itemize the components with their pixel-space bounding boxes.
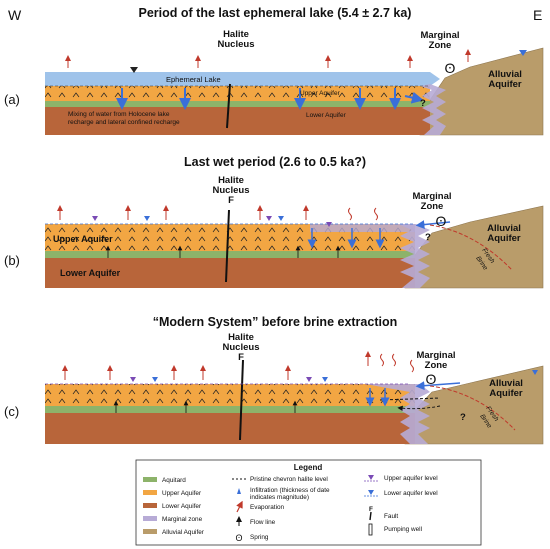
legend-fault: Fault: [384, 513, 398, 520]
fault-line-c: [239, 359, 244, 441]
question-c: ?: [460, 412, 466, 423]
lower-aquifer-label-a: Lower Aquifer: [306, 112, 347, 119]
evaporation-arrows-a: [65, 49, 471, 68]
legend-col3: F Upper aquifer level Lower aquifer leve…: [364, 475, 438, 536]
legend: Legend Aquitard Upper Aquifer Lower Aqui…: [135, 459, 482, 546]
legend-lower-level: Lower aquifer level: [384, 490, 438, 497]
level-markers-b: [92, 216, 332, 227]
evaporation-icon: [236, 500, 243, 513]
alluvial-aquifer-b: [404, 205, 544, 289]
legend-col1: Aquitard Upper Aquifer Lower Aquifer Mar…: [143, 477, 205, 536]
upper-aquifer-label-a: Upper Aquifer: [300, 90, 341, 97]
infiltration-arrows-a: [116, 88, 424, 110]
lower-aquifer-a: [45, 107, 430, 135]
west-label: W: [8, 7, 22, 23]
marginal-zone-b: [398, 224, 430, 288]
spring-icon-c: ʘ: [426, 371, 437, 387]
marginal-zone-c: [365, 384, 430, 444]
infiltration-arrows-c: [365, 381, 461, 407]
pumping-well-icon: [368, 523, 373, 536]
panel-a-letter: (a): [4, 92, 20, 107]
panel-c-title: “Modern System” before brine extraction: [153, 315, 398, 329]
east-label: E: [533, 7, 542, 23]
flow-lines-b: [105, 245, 341, 258]
question-a: ?: [420, 98, 426, 109]
legend-evaporation: Evaporation: [250, 504, 285, 511]
lake-level-marker-a: [130, 67, 138, 73]
aquitard-c: [45, 406, 415, 413]
spring-icon-b: ʘ: [436, 213, 447, 229]
legend-marginal-zone: Marginal zone: [162, 516, 203, 523]
ephemeral-lake: [45, 72, 440, 86]
infiltration-icon: [237, 488, 241, 494]
lower-level-icon: [368, 490, 374, 495]
aquitard-a: [45, 101, 430, 107]
legend-upper-level: Upper aquifer level: [384, 475, 438, 482]
legend-lower-aquifer: Lower Aquifer: [162, 503, 202, 510]
panel-a-title: Period of the last ephemeral lake (5.4 ±…: [139, 6, 412, 20]
lower-aquifer-label-b: Lower Aquifer: [60, 268, 121, 278]
wavy-evaporation-b: [348, 207, 378, 221]
legend-alluvial-aquifer: Alluvial Aquifer: [162, 529, 205, 536]
panel-b: Last wet period (2.6 to 0.5 ka?) (b): [4, 155, 544, 289]
panel-c-letter: (c): [4, 404, 19, 419]
fault-legend-icon: [369, 511, 372, 521]
legend-aquitard: Aquitard: [162, 477, 186, 484]
fault-line-b: [225, 209, 230, 283]
panel-b-letter: (b): [4, 253, 20, 268]
upper-aquifer-label-b: Upper Aquifer: [53, 234, 113, 244]
spring-icon: ʘ: [445, 60, 456, 76]
spring-legend-icon: ʘ: [235, 533, 242, 543]
evaporation-arrows-c: [62, 351, 371, 380]
legend-title: Legend: [294, 463, 323, 472]
legend-flow-line: Flow line: [250, 519, 276, 526]
fault-line-a: [226, 83, 231, 129]
ephemeral-lake-label: Ephemeral Lake: [166, 75, 221, 84]
infiltration-arrows-b: [307, 220, 451, 249]
legend-spring: Spring: [250, 534, 269, 541]
legend-pumping-well: Pumping well: [384, 526, 422, 533]
legend-pristine-chevron: Pristine chevron halite level: [250, 476, 328, 483]
evaporation-arrows-b: [57, 205, 309, 220]
wavy-evaporation-c: [380, 353, 414, 373]
level-markers-c: [130, 370, 538, 382]
fresh-brine-interface-b: [429, 224, 513, 271]
legend-col2: ʘ Pristine chevron halite level Infiltra…: [232, 476, 330, 543]
legend-box: [135, 459, 482, 546]
panel-a: Period of the last ephemeral lake (5.4 ±…: [4, 6, 544, 136]
alluvial-level-marker-a: [519, 50, 527, 56]
flow-lines-c: [113, 400, 298, 413]
marginal-zone-a: [420, 84, 446, 135]
upper-wet-band-b: [310, 224, 415, 232]
upper-level-icon: [368, 475, 374, 480]
fresh-brine-interface-c: [429, 385, 516, 431]
panel-b-title: Last wet period (2.6 to 0.5 ka?): [184, 155, 366, 169]
brine-flowline-c: [397, 405, 441, 411]
pristine-chevron-halite-c: [379, 397, 441, 401]
aquitard-b: [45, 251, 415, 258]
lower-aquifer-b: [45, 258, 415, 288]
fault-legend-letter: F: [369, 506, 373, 513]
legend-upper-aquifer: Upper Aquifer: [162, 490, 202, 497]
panel-c: “Modern System” before brine extraction …: [4, 315, 544, 445]
lower-aquifer-c: [45, 413, 415, 444]
question-b: ?: [425, 232, 431, 243]
